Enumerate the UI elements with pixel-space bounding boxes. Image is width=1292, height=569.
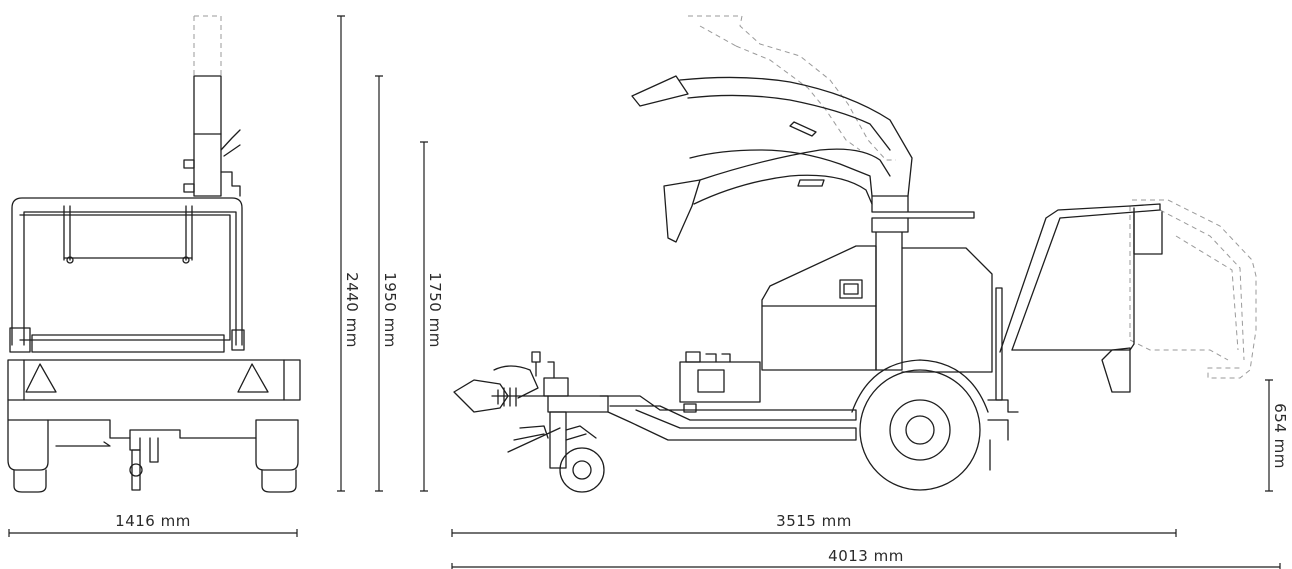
jockey-wheel-post xyxy=(549,411,567,469)
dim-line-front-width xyxy=(8,529,298,537)
dim-line-height-max xyxy=(337,15,345,492)
front-chute xyxy=(193,75,222,197)
label-front-width: 1416 mm xyxy=(115,512,191,530)
dim-line-height-transport xyxy=(375,75,383,492)
label-height-max: 2440 mm xyxy=(343,272,361,348)
engine-housing xyxy=(761,245,877,371)
dim-line-height-body xyxy=(420,141,428,492)
label-feed-height: 654 mm xyxy=(1271,403,1289,469)
label-length-short: 3515 mm xyxy=(776,512,852,530)
label-height-transport: 1950 mm xyxy=(381,272,399,348)
warning-triangle-right-icon xyxy=(237,363,269,393)
side-view xyxy=(453,15,1257,493)
dim-line-length-total xyxy=(451,563,1281,569)
front-frame-rail xyxy=(11,197,243,346)
chute-column xyxy=(871,217,909,371)
dim-line-feed-height xyxy=(1265,379,1273,492)
dimension-labels: 1416 mm 3515 mm 4013 mm 2440 mm 1950 mm … xyxy=(115,272,1289,565)
main-wheel-tyre xyxy=(859,369,981,491)
dimension-lines xyxy=(8,15,1281,569)
front-chute-raised-outline xyxy=(193,15,222,76)
front-lower-body xyxy=(7,359,301,401)
label-height-body: 1750 mm xyxy=(426,272,444,348)
warning-triangle-left-icon xyxy=(25,363,57,393)
front-view xyxy=(7,15,301,493)
fuel-tank xyxy=(679,361,761,403)
feed-hopper-frame xyxy=(999,203,1161,353)
dim-line-length-short xyxy=(451,529,1177,537)
label-length-total: 4013 mm xyxy=(828,547,904,565)
chute-hood-upper xyxy=(631,75,689,107)
jockey-wheel xyxy=(559,447,605,493)
main-wheel-rim xyxy=(889,399,951,461)
front-wheel-left xyxy=(7,399,49,471)
chassis-beam xyxy=(599,395,857,421)
front-wheel-right xyxy=(255,419,299,471)
chute-hood-lower xyxy=(663,179,701,243)
